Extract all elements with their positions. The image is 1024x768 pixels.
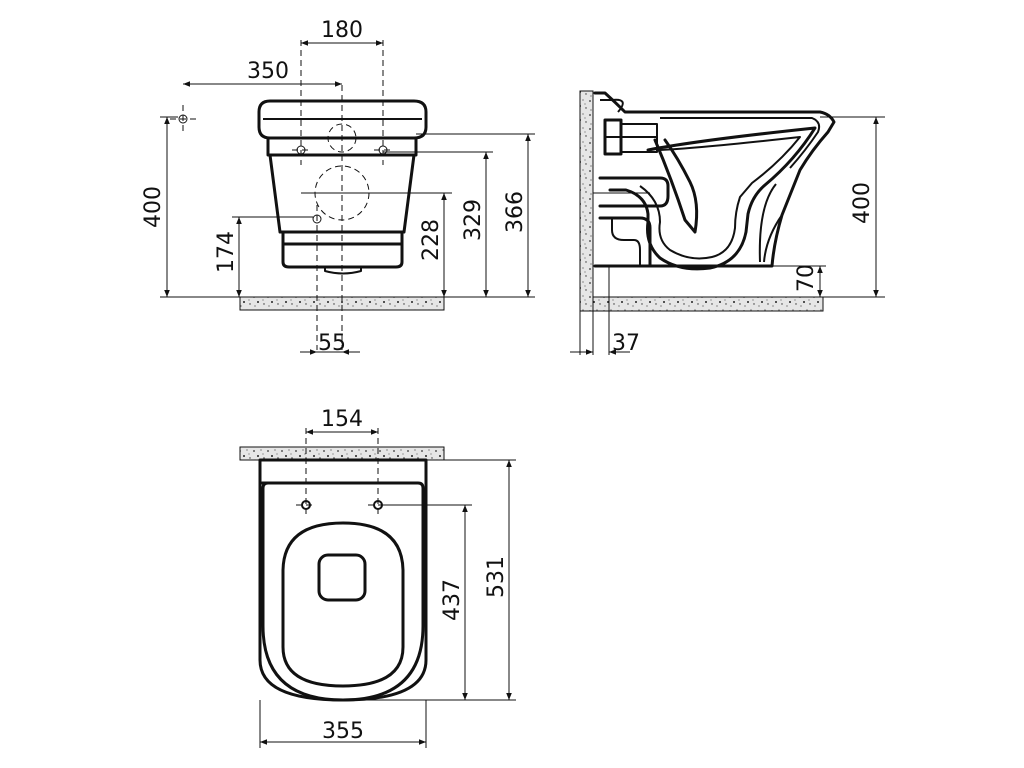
plan-seat-ring <box>281 521 405 688</box>
dim-front-inlet-height: 228 <box>419 219 444 261</box>
dim-front-spacing-top: 180 <box>321 18 363 43</box>
dim-side-height-right: 400 <box>850 182 875 224</box>
front-dimension-lines <box>164 40 531 355</box>
dim-front-bottom-offset: 55 <box>318 331 346 356</box>
plan-centerlines <box>296 428 388 514</box>
dim-front-height-left: 400 <box>141 186 166 228</box>
plan-wall-slab <box>239 446 445 461</box>
dim-front-drain-offset: 350 <box>247 59 289 84</box>
plan-view: 154 437 531 355 <box>239 407 516 748</box>
front-view: 180 350 400 174 228 329 366 55 <box>141 18 535 356</box>
dim-plan-inner-length: 437 <box>440 579 465 621</box>
dim-plan-width: 355 <box>322 719 364 744</box>
side-floor-slab <box>592 296 824 312</box>
dim-side-wall-gap: 37 <box>612 331 640 356</box>
side-dimension-lines <box>570 117 879 355</box>
plan-dimension-lines <box>260 429 512 745</box>
plan-outer-body <box>258 458 428 702</box>
dim-front-fix-height: 329 <box>461 199 486 241</box>
side-view: 400 70 37 <box>570 90 885 356</box>
side-bowl-shell <box>593 91 836 271</box>
side-wall <box>579 90 594 312</box>
dim-front-top-height: 366 <box>503 191 528 233</box>
dim-side-foot: 70 <box>794 264 819 292</box>
dim-plan-total-length: 531 <box>484 556 509 598</box>
plan-bowl-opening <box>317 553 367 602</box>
dim-plan-spacing-top: 154 <box>321 407 363 432</box>
plan-extension-lines <box>259 459 516 748</box>
front-inlet-hidden-circle <box>327 123 357 153</box>
front-extension-lines <box>160 116 535 298</box>
dim-front-low-left: 174 <box>214 231 239 273</box>
